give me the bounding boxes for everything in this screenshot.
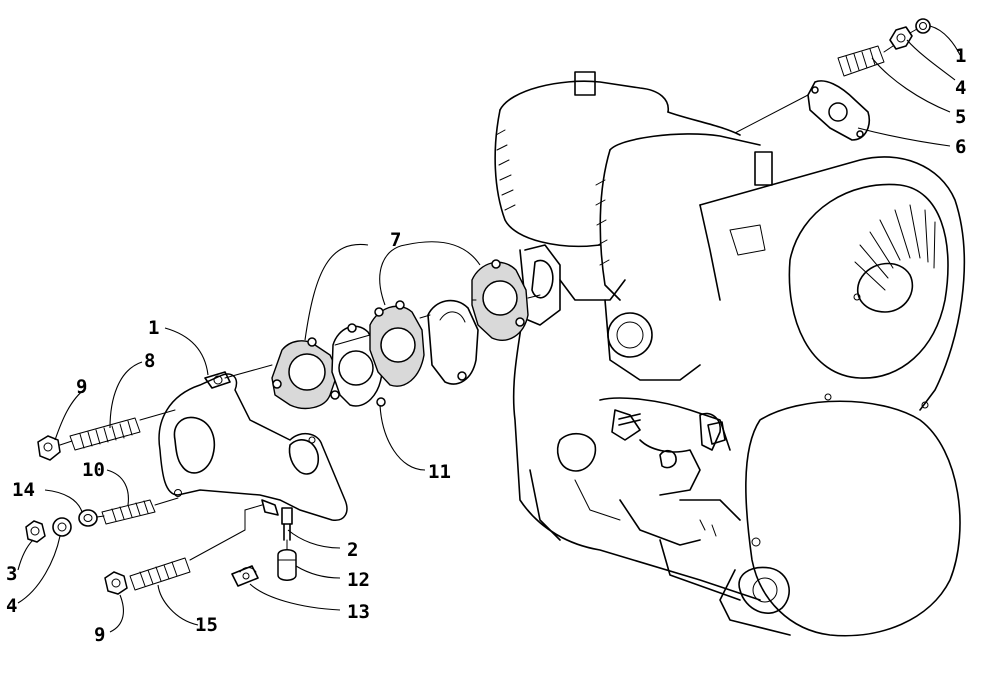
callout-1: 1	[148, 317, 159, 339]
callout-3-left: 3	[6, 563, 17, 585]
callout-9-bottom: 9	[94, 624, 105, 646]
gasket-set	[271, 244, 561, 410]
callout-9-top: 9	[76, 376, 87, 398]
callout-7: 7	[390, 229, 401, 251]
upper-gasket-and-stud	[807, 18, 931, 141]
callout-13: 13	[347, 601, 370, 623]
callout-3-top: 1	[955, 45, 966, 67]
engine-assembly	[494, 71, 966, 637]
fittings	[231, 507, 297, 587]
callout-5: 5	[955, 106, 966, 128]
callout-8: 8	[144, 350, 155, 372]
callout-14: 14	[12, 479, 35, 501]
exhaust-manifold	[158, 371, 348, 521]
callout-11: 11	[428, 461, 451, 483]
assembly-lines	[59, 28, 918, 561]
callout-10: 10	[82, 459, 105, 481]
leader-lines	[17, 25, 961, 633]
callout-15: 15	[195, 614, 218, 636]
left-fasteners	[25, 417, 191, 595]
callout-4-top: 4	[955, 77, 966, 99]
callout-2: 2	[347, 539, 358, 561]
callout-12: 12	[347, 569, 370, 591]
callout-labels: 1 4 5 6 7 1 8 9 10 14 3 4 9 15 2 12 13 1…	[6, 45, 966, 646]
callout-4-left: 4	[6, 595, 17, 617]
callout-6: 6	[955, 136, 966, 158]
